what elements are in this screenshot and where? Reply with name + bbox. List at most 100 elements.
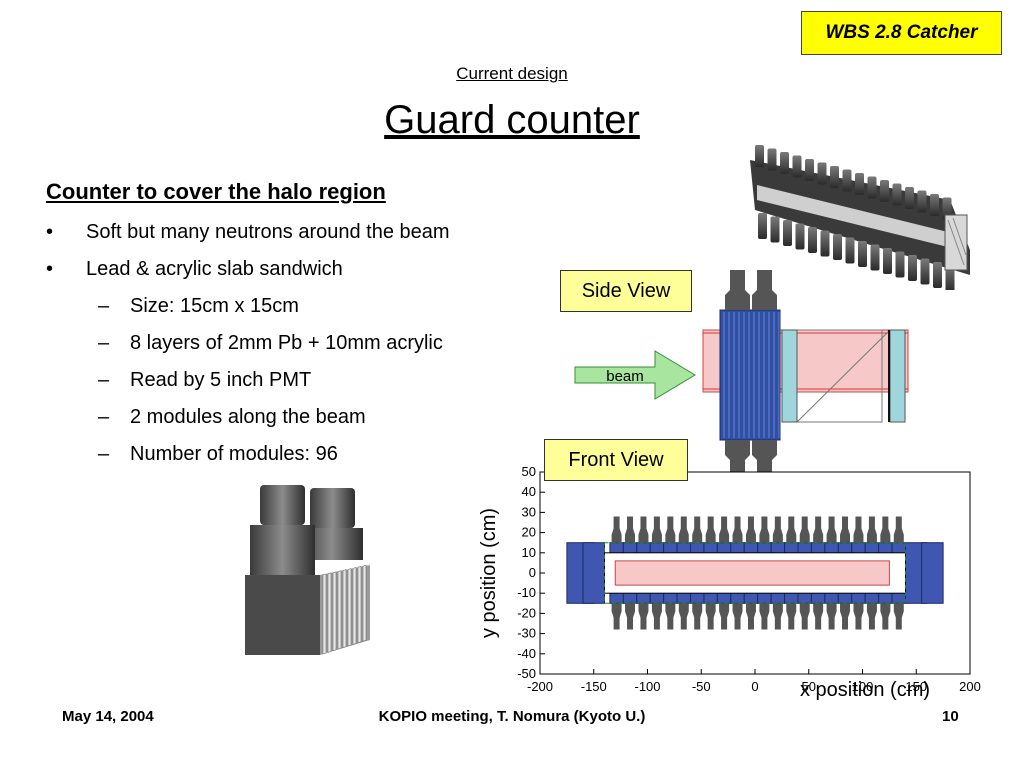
acceptance-outline: [604, 542, 906, 604]
bullet-text: Lead & acrylic slab sandwich: [86, 258, 343, 280]
pmt-icon: [880, 603, 891, 630]
dash-marker: –: [98, 295, 110, 317]
acrylic-slab: [332, 571, 337, 652]
footer-page-number: 10: [942, 708, 959, 725]
sub-bullet-item: –8 layers of 2mm Pb + 10mm acrylic: [46, 325, 450, 362]
pmt-icon: [905, 187, 914, 209]
module-pair-3d-render: [245, 485, 370, 655]
pmt-icon: [638, 603, 649, 630]
x-tick-label: -150: [581, 679, 607, 694]
y-tick-label: -10: [517, 585, 536, 600]
pmt-icon: [651, 603, 662, 630]
pmt-icon: [678, 516, 689, 543]
dash-marker: –: [98, 443, 110, 465]
pmt-icon: [853, 603, 864, 630]
x-tick-label: -50: [692, 679, 711, 694]
pmt-icon: [759, 603, 770, 630]
bullet-marker: •: [46, 258, 54, 280]
pmt-icon: [745, 516, 756, 543]
pmt-icon: [853, 516, 864, 543]
pmt-icon: [795, 223, 805, 250]
x-tick-label: 50: [802, 679, 816, 694]
acrylic-slab: [322, 573, 327, 655]
side-module: [582, 542, 605, 604]
pmt-icon: [770, 216, 780, 243]
pmt-icon: [625, 603, 636, 630]
pmt-icon: [745, 603, 756, 630]
pmt-icon: [808, 227, 817, 253]
pmt-icon: [799, 516, 810, 543]
acrylic-layer: [781, 329, 798, 423]
pmt-icon: [759, 516, 770, 543]
pmt-icon: [866, 516, 877, 543]
y-axis-label: y position (cm): [478, 508, 500, 638]
pmt-icon: [866, 603, 877, 630]
dash-marker: –: [98, 332, 110, 354]
pmt-icon: [858, 241, 867, 267]
sub-bullet-text: 2 modules along the beam: [130, 406, 366, 428]
dash-marker: –: [98, 369, 110, 391]
pmt-icon: [651, 516, 662, 543]
pmt-icon: [767, 148, 777, 171]
x-tick-label: 200: [959, 679, 981, 694]
footer-date: May 14, 2004: [62, 708, 154, 725]
bullet-text: Soft but many neutrons around the beam: [86, 221, 450, 243]
pmt-icon: [840, 516, 851, 543]
bullet-list: •Soft but many neutrons around the beam …: [46, 214, 450, 473]
module-array: [566, 516, 944, 630]
pmt-icon: [880, 516, 891, 543]
y-tick-label: 40: [522, 484, 536, 499]
pmt-icon: [892, 183, 902, 206]
pmt-icon: [917, 190, 927, 213]
pmt-icon: [870, 244, 880, 271]
bullet-item: • Lead & acrylic slab sandwich: [46, 251, 450, 288]
pmt-icon: [820, 230, 830, 257]
pmt-icon: [755, 145, 764, 167]
pmt-icon: [780, 152, 789, 174]
acrylic-slab: [327, 572, 332, 653]
pmt-icon: [942, 197, 952, 220]
pmt-icon: [842, 169, 852, 192]
sub-bullet-item: –2 modules along the beam: [46, 399, 450, 436]
acrylic-slab: [337, 570, 342, 650]
pmt-icon: [719, 516, 730, 543]
pmt-icon: [920, 258, 930, 285]
beam-profile: [614, 560, 890, 586]
pmt-icon: [792, 155, 802, 178]
lead-module-upper: [719, 309, 781, 441]
beam-arrow: beam: [574, 350, 696, 400]
side-view-label: Side View: [560, 270, 692, 312]
pmt-icon: [611, 603, 622, 630]
y-tick-label: -40: [517, 646, 536, 661]
beam-label: beam: [606, 368, 644, 385]
pmt-icon: [625, 516, 636, 543]
pmt-icon: [908, 255, 917, 281]
pmt-icon: [945, 265, 955, 290]
section-heading: Counter to cover the halo region: [46, 179, 386, 204]
y-tick-label: -50: [517, 666, 536, 681]
pmt-icon: [817, 162, 827, 185]
sub-bullet-text: Read by 5 inch PMT: [130, 369, 312, 391]
pmt-icon: [758, 213, 767, 239]
acrylic-layer: [889, 329, 906, 423]
pmt-icon: [880, 180, 889, 202]
pmt-icon: [705, 603, 716, 630]
sub-bullet-text: 8 layers of 2mm Pb + 10mm acrylic: [130, 332, 443, 354]
y-tick-label: 30: [522, 504, 536, 519]
y-tick-label: 20: [522, 525, 536, 540]
side-module: [921, 542, 944, 604]
acrylic-slab: [347, 568, 352, 647]
footer-meeting: KOPIO meeting, T. Nomura (Kyoto U.): [378, 708, 646, 725]
pmt-icon: [678, 603, 689, 630]
pmt-icon: [813, 516, 824, 543]
y-tick-label: 50: [522, 464, 536, 479]
pmt-icon: [826, 516, 837, 543]
pmt-icon: [665, 516, 676, 543]
pmt-icon: [840, 603, 851, 630]
pmt-icon: [799, 603, 810, 630]
pmt-icon: [867, 176, 877, 199]
slide-subtitle: Current design: [456, 64, 568, 83]
pmt-icon: [705, 516, 716, 543]
